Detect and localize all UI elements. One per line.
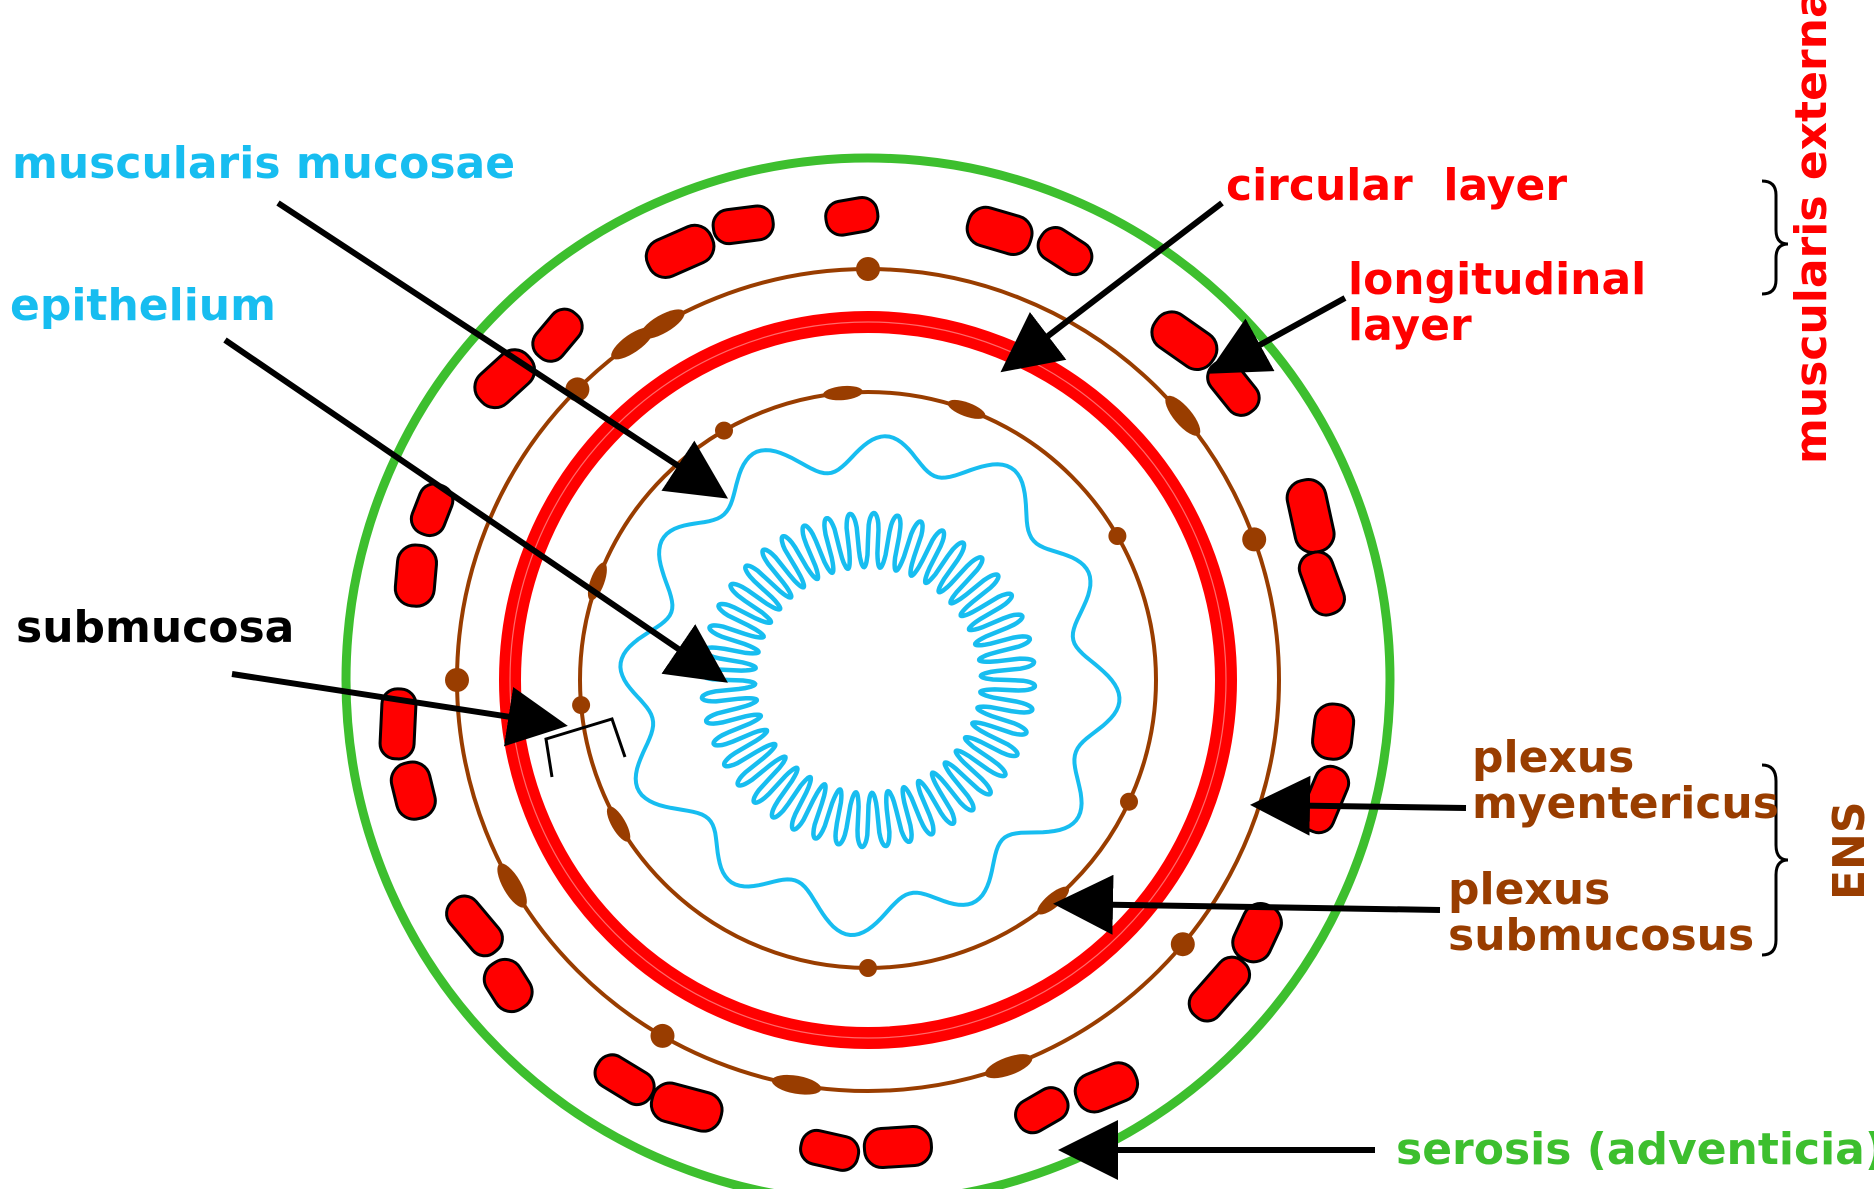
- muscle-blob: [1032, 222, 1097, 281]
- muscle-blob: [823, 195, 880, 238]
- label-plexus-submucosus-line1: plexus: [1448, 864, 1610, 915]
- muscle-blob: [407, 479, 458, 540]
- muscle-blob: [388, 758, 439, 823]
- label-plexus-myentericus-line1: plexus: [1472, 732, 1634, 783]
- muscle-blob: [1284, 476, 1338, 556]
- ganglion-dot: [572, 696, 590, 714]
- ganglion-spindle: [822, 384, 863, 401]
- submucosa-bracket: [546, 719, 625, 777]
- ganglion-spindle: [1160, 391, 1206, 441]
- ganglion-dot: [1171, 932, 1195, 956]
- ganglion-spindle: [770, 1072, 822, 1098]
- ganglion-dot: [1108, 527, 1126, 545]
- muscle-blob: [1296, 762, 1354, 838]
- label-submucosa: submucosa: [16, 602, 294, 653]
- muscle-blob: [711, 204, 775, 245]
- label-plexus-submucosus-line2: submucosus: [1448, 910, 1754, 961]
- muscle-blob: [798, 1127, 862, 1173]
- label-longitudinal-line2: layer: [1348, 300, 1472, 351]
- ganglion-dot: [1242, 527, 1266, 551]
- muscle-blob: [863, 1125, 932, 1168]
- ganglion-dot: [715, 422, 733, 440]
- muscle-blob: [1311, 702, 1356, 761]
- submucosal-plexus-ring: [580, 392, 1156, 968]
- ganglion-spindle: [1033, 882, 1073, 918]
- ganglion-spindle: [492, 859, 533, 911]
- label-longitudinal-line1: longitudinal: [1348, 254, 1646, 305]
- muscle-blob: [589, 1049, 660, 1110]
- plexus-submucosus-arrow: [1065, 904, 1440, 910]
- plexus-ganglia: [445, 257, 1266, 1098]
- ganglion-spindle: [982, 1049, 1035, 1083]
- label-epithelium: epithelium: [10, 280, 276, 331]
- muscle-blob: [963, 203, 1036, 259]
- muscle-blob: [526, 303, 588, 368]
- muscle-blob: [440, 890, 508, 962]
- ganglion-spindle: [636, 304, 688, 345]
- muscle-blob: [1070, 1057, 1143, 1117]
- muscle-blob: [1183, 951, 1256, 1028]
- ganglion-dot: [859, 959, 877, 977]
- label-ens: ENS: [1824, 801, 1874, 900]
- muscle-blob: [1295, 548, 1349, 620]
- label-muscularis-mucosae: muscularis mucosae: [12, 138, 515, 189]
- epithelium-villi-line: [701, 513, 1035, 847]
- ganglion-spindle: [945, 396, 987, 423]
- ganglion-dot: [651, 1024, 675, 1048]
- ganglion-dot: [856, 257, 880, 281]
- label-muscularis-externa: muscularis externa: [1786, 0, 1837, 464]
- muscle-blob: [1010, 1082, 1074, 1138]
- label-circular-layer: circular layer: [1226, 160, 1567, 211]
- muscle-blob: [641, 220, 720, 283]
- label-serosis: serosis (adventicia): [1396, 1124, 1874, 1175]
- ganglion-spindle: [603, 803, 635, 845]
- muscle-blob: [478, 953, 539, 1019]
- label-plexus-myentericus-line2: myentericus: [1472, 778, 1779, 829]
- muscularis-mucosae-line: [620, 436, 1119, 935]
- longitudinal-muscle-blobs: [379, 195, 1355, 1173]
- ganglion-dot: [445, 668, 469, 692]
- muscle-blob: [647, 1079, 726, 1135]
- muscularis-externa-brace: [1762, 181, 1788, 294]
- muscle-blob: [394, 544, 438, 608]
- plexus-myentericus-arrow: [1262, 805, 1466, 808]
- ganglion-dot: [1120, 793, 1138, 811]
